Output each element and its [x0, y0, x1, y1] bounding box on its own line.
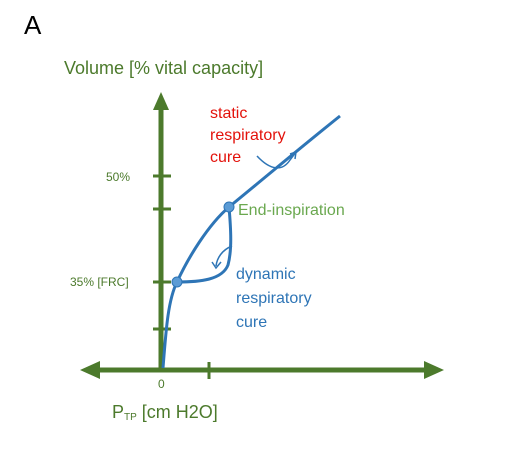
y-tick-label-35-frc: 35% [FRC]	[70, 275, 129, 289]
static-curve-label-line-2: respiratory	[210, 127, 286, 144]
x-axis-label: PTP [cm H2O]	[112, 402, 218, 423]
frc-point	[171, 276, 183, 288]
y-axis-label: Volume [% vital capacity]	[64, 58, 263, 78]
x-axis-right-arrowhead	[424, 361, 444, 379]
y-axis-arrowhead	[153, 92, 169, 110]
x-axis-label-subscript: TP	[124, 412, 137, 423]
origin-label: 0	[158, 377, 165, 391]
dynamic-curve-label-line-3: cure	[236, 314, 267, 331]
static-curve-label-line-3: cure	[210, 149, 241, 166]
static-respiratory-curve	[161, 114, 341, 369]
x-axis-label-units: [cm H2O]	[137, 402, 218, 422]
x-axis-label-main: P	[112, 402, 124, 422]
panel-label: A	[24, 10, 42, 40]
end-inspiration-label: End-inspiration	[238, 202, 345, 219]
dynamic-curve-callout-arrowhead	[211, 261, 222, 270]
static-curve-callout	[256, 151, 297, 169]
static-curve-callout-arrowhead	[289, 150, 297, 160]
y-tick-label-50: 50%	[106, 170, 130, 184]
dynamic-respiratory-curve	[176, 206, 233, 284]
static-curve-label-line-1: static	[210, 105, 247, 122]
y-axis-ticks	[153, 174, 171, 331]
x-axis-left-arrowhead	[80, 361, 100, 379]
dynamic-curve-label-line-1: dynamic	[236, 266, 296, 283]
dynamic-curve-label-line-2: respiratory	[236, 290, 312, 307]
end-inspiration-point	[223, 201, 235, 213]
dynamic-curve-callout	[215, 245, 233, 267]
